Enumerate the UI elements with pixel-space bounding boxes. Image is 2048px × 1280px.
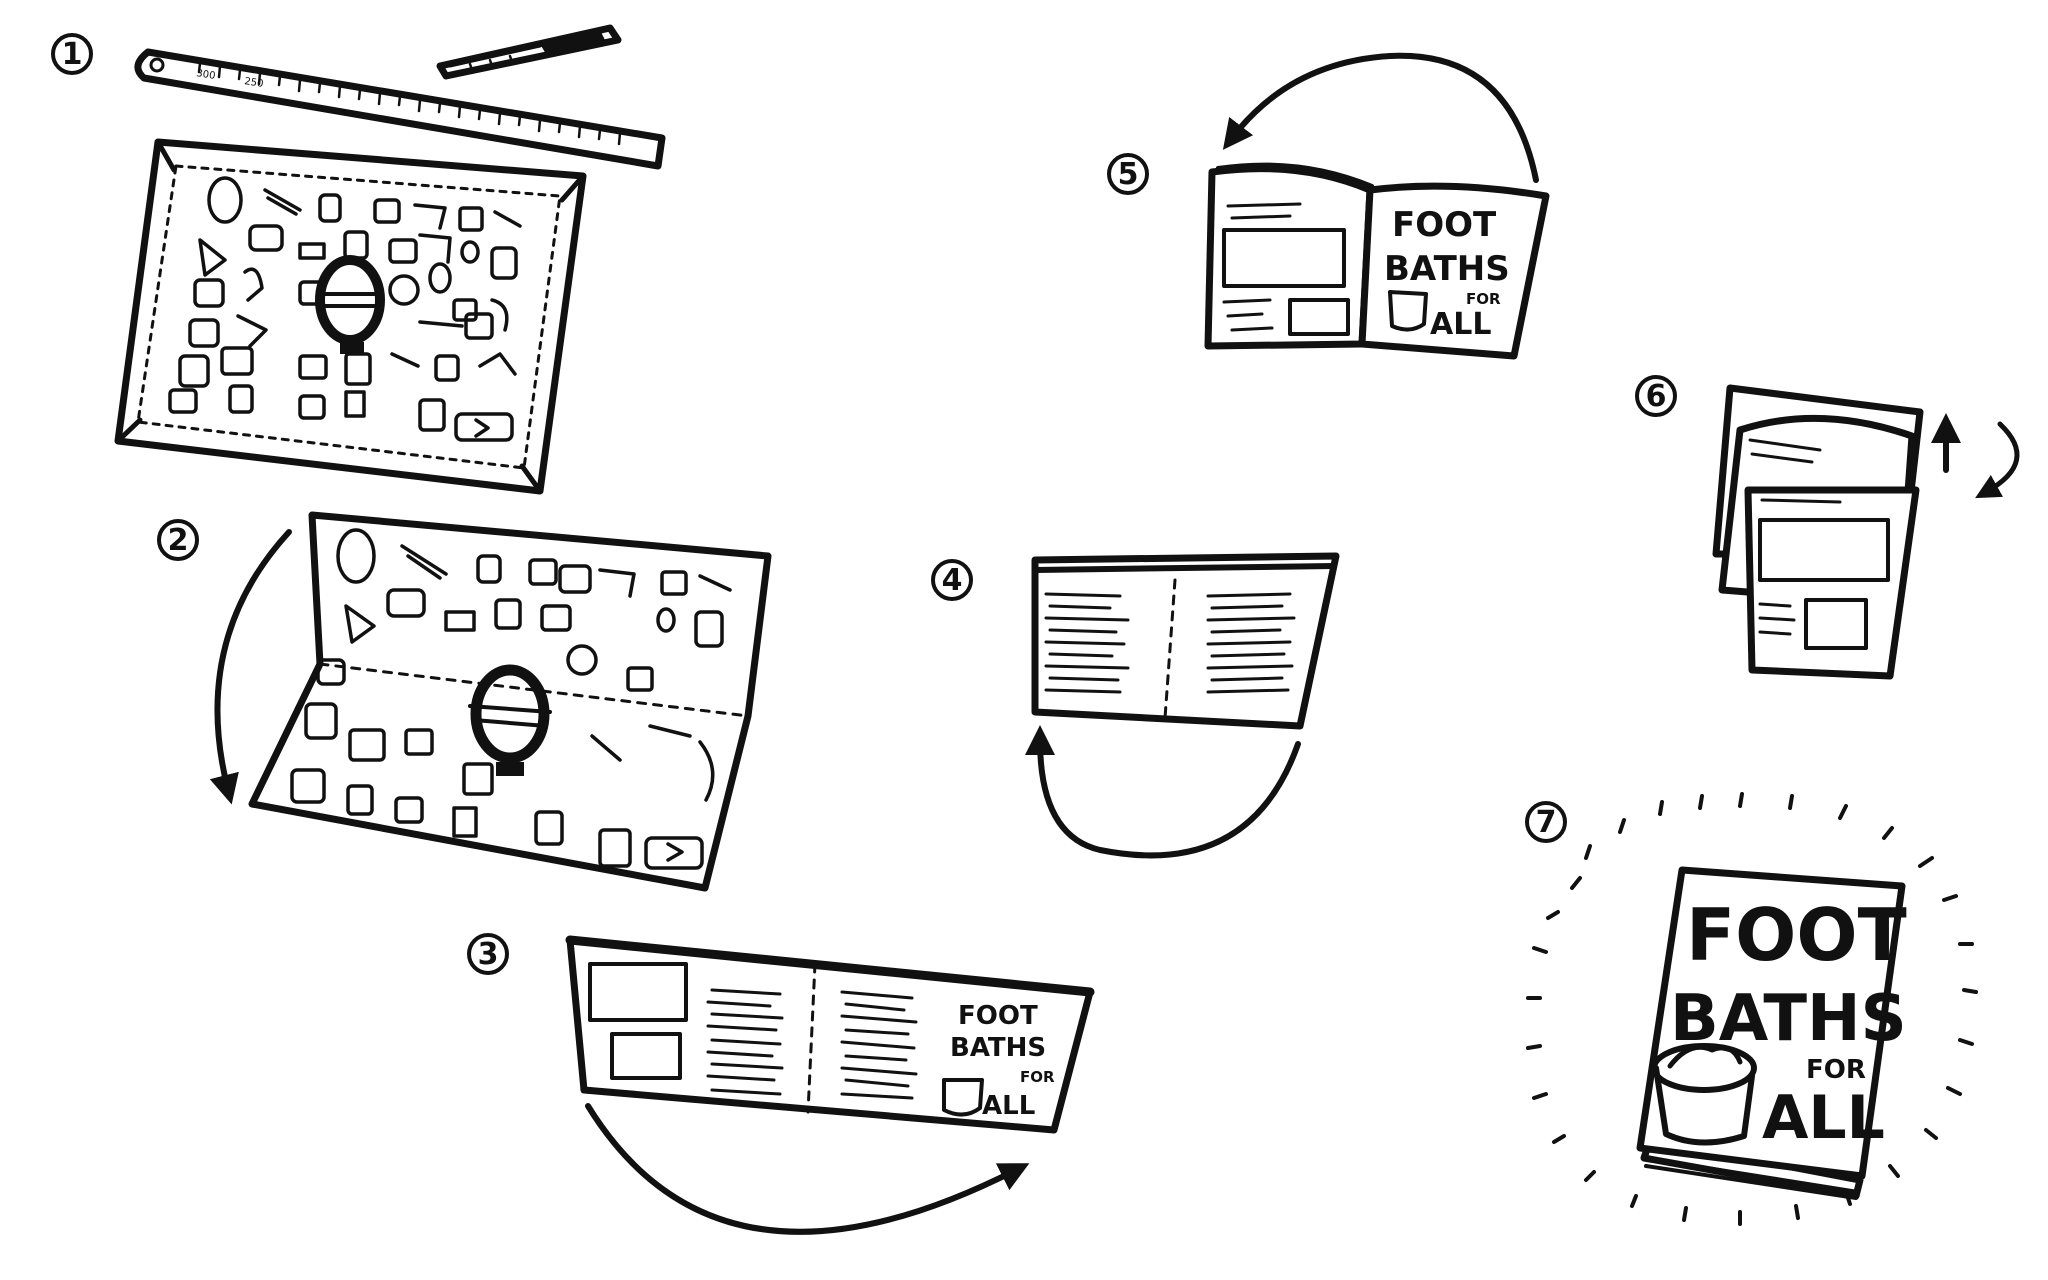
- craft-knife-icon: [436, 24, 622, 80]
- booklet-cover-line3: FOR: [1466, 290, 1501, 308]
- foot-bath-pot-icon: [315, 255, 385, 354]
- poster-sheet-folding: [248, 511, 772, 892]
- ruler-mark-300: 300: [196, 68, 217, 82]
- strip-cover-bowl-icon: [942, 1078, 984, 1117]
- step-3-number: 3: [478, 937, 499, 972]
- zine-cover-bowl-icon: [1651, 1043, 1757, 1146]
- booklet-cover-line2: BATHS: [1384, 249, 1510, 289]
- step-7-number: 7: [1536, 805, 1557, 840]
- fold-back-arrow-5: [1222, 52, 1539, 183]
- step-6: 6: [1635, 375, 2020, 680]
- step-7-badge: 7: [1525, 801, 1567, 843]
- step-5: 5 FOOT BATHS FOR ALL: [1107, 52, 1550, 360]
- finished-zine: FOOT BATHS FOR ALL: [1636, 866, 1907, 1200]
- booklet-cover-text: FOOT BATHS FOR ALL: [1384, 205, 1510, 342]
- step-1: 1 300 250: [51, 24, 666, 495]
- fold-down-arrow: [209, 529, 292, 805]
- step-3-badge: 3: [467, 933, 509, 975]
- step-5-badge: 5: [1107, 153, 1149, 195]
- rotate-arrow: [1975, 421, 2020, 499]
- folded-booklet-inside: [1031, 552, 1340, 730]
- strip-cover-line3: FOR: [1020, 1068, 1055, 1086]
- fold-over-arrow-4: [1025, 725, 1301, 859]
- step-6-number: 6: [1646, 379, 1667, 414]
- step-6-badge: 6: [1635, 375, 1677, 417]
- step-2-number: 2: [168, 523, 189, 558]
- zine-cover-text: FOOT BATHS FOR ALL: [1670, 893, 1907, 1153]
- step-2-badge: 2: [157, 519, 199, 561]
- strip-cover-line1: FOOT: [958, 1001, 1038, 1031]
- step-4-badge: 4: [931, 559, 973, 601]
- zine-cover-line3: FOR: [1806, 1055, 1866, 1085]
- foot-bath-pot-icon-2: [468, 664, 552, 776]
- sparkle-burst: [1526, 792, 1978, 1226]
- booklet-cover-line4: ALL: [1430, 307, 1491, 342]
- ruler-mark-250: 250: [244, 76, 265, 90]
- strip-cover-line2: BATHS: [950, 1033, 1046, 1063]
- steel-ruler: 300 250: [134, 48, 666, 170]
- strip-cover-line4: ALL: [982, 1091, 1035, 1121]
- zine-cover-line4: ALL: [1762, 1083, 1885, 1153]
- step-5-number: 5: [1118, 157, 1139, 192]
- step-1-number: 1: [62, 37, 83, 72]
- step-2: 2: [157, 511, 772, 892]
- fold-over-arrow-3: [585, 1103, 1030, 1235]
- step-1-badge: 1: [51, 33, 93, 75]
- step-3: 3 FOOT BATHS FOR ALL: [467, 933, 1095, 1235]
- strip-cover-text: FOOT BATHS FOR ALL: [942, 1001, 1055, 1121]
- accordion-folded-booklet: [1712, 384, 1924, 680]
- step-4: 4: [931, 552, 1340, 859]
- booklet-cover-line1: FOOT: [1392, 205, 1497, 245]
- step-7: 7 FOOT BATHS FOR ALL: [1525, 792, 1978, 1226]
- poster-sheet-flat: [114, 138, 587, 495]
- step-4-number: 4: [942, 563, 963, 598]
- booklet-cover-bowl-icon: [1388, 290, 1428, 332]
- booklet-with-cover: FOOT BATHS FOR ALL: [1204, 162, 1550, 360]
- zine-cover-line1: FOOT: [1686, 893, 1907, 977]
- long-folded-strip: FOOT BATHS FOR ALL: [565, 935, 1095, 1134]
